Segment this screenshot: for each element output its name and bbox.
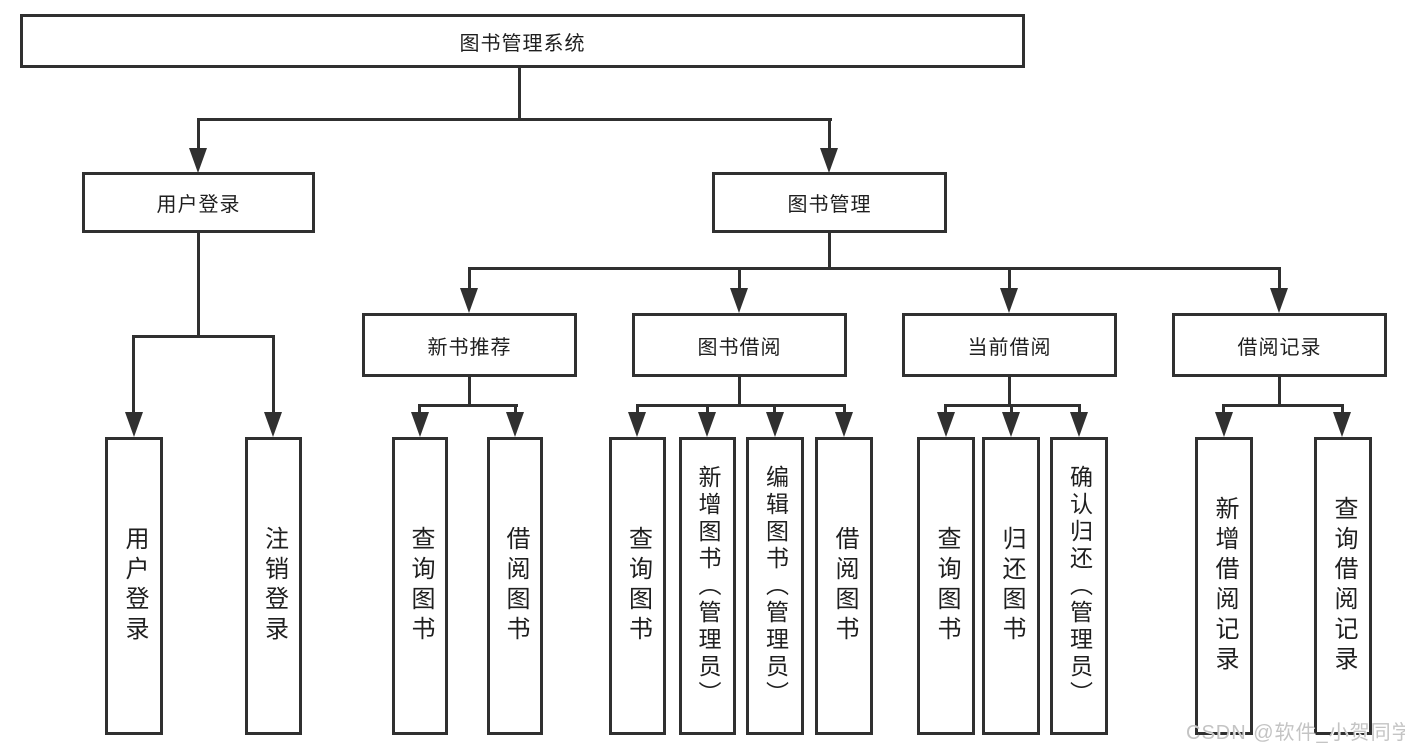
connector <box>1222 404 1344 407</box>
arrowhead <box>698 412 716 437</box>
connector <box>843 404 846 414</box>
connector <box>272 335 275 415</box>
leaf-bb-edit-books-admin: 编辑图书（管理员） <box>746 437 804 735</box>
arrowhead <box>835 412 853 437</box>
csdn-watermark: CSDN @软件_小贺同学 <box>1186 722 1405 744</box>
leaf-bb-query-books: 查询图书 <box>609 437 666 735</box>
arrowhead <box>1270 288 1288 313</box>
leaf-bb-borrow-books: 借阅图书 <box>815 437 873 735</box>
arrowhead <box>1333 412 1351 437</box>
arrowhead <box>730 288 748 313</box>
arrowhead <box>411 412 429 437</box>
arrowhead <box>506 412 524 437</box>
connector <box>518 68 521 120</box>
arrowhead <box>1070 412 1088 437</box>
connector <box>944 404 947 414</box>
connector <box>132 335 275 338</box>
connector <box>636 404 846 407</box>
leaf-br-query-record: 查询借阅记录 <box>1314 437 1372 735</box>
connector <box>636 404 639 414</box>
connector <box>828 233 831 270</box>
arrowhead <box>820 148 838 173</box>
leaf-cb-confirm-return-admin: 确认归还（管理员） <box>1050 437 1108 735</box>
connector <box>468 267 471 291</box>
arrowhead <box>125 412 143 437</box>
leaf-user-login: 用户登录 <box>105 437 163 735</box>
arrowhead <box>1215 412 1233 437</box>
connector <box>773 404 776 414</box>
node-current-borrow: 当前借阅 <box>902 313 1117 377</box>
arrowhead <box>1002 412 1020 437</box>
node-new-book-recommend: 新书推荐 <box>362 313 577 377</box>
connector <box>738 377 741 407</box>
connector <box>1341 404 1344 414</box>
arrowhead <box>628 412 646 437</box>
leaf-br-add-record: 新增借阅记录 <box>1195 437 1253 735</box>
arrowhead <box>937 412 955 437</box>
arrowhead <box>1000 288 1018 313</box>
connector <box>1010 404 1013 414</box>
node-book-borrow: 图书借阅 <box>632 313 847 377</box>
leaf-nb-query-books: 查询图书 <box>392 437 448 735</box>
connector <box>418 404 518 407</box>
connector <box>197 118 200 150</box>
connector <box>1008 377 1011 407</box>
leaf-logout: 注销登录 <box>245 437 302 735</box>
connector <box>197 118 832 121</box>
leaf-cb-query-books: 查询图书 <box>917 437 975 735</box>
connector <box>468 377 471 407</box>
node-user-login: 用户登录 <box>82 172 315 233</box>
connector <box>132 335 135 415</box>
connector <box>706 404 709 414</box>
node-root-system: 图书管理系统 <box>20 14 1025 68</box>
connector <box>468 267 1281 270</box>
connector <box>514 404 517 414</box>
arrowhead <box>264 412 282 437</box>
leaf-nb-borrow-books: 借阅图书 <box>487 437 543 735</box>
node-book-management: 图书管理 <box>712 172 947 233</box>
connector <box>1008 267 1011 291</box>
connector <box>828 118 831 150</box>
node-borrow-records: 借阅记录 <box>1172 313 1387 377</box>
leaf-cb-return-books: 归还图书 <box>982 437 1040 735</box>
connector <box>1222 404 1225 414</box>
leaf-bb-add-books-admin: 新增图书（管理员） <box>679 437 736 735</box>
arrowhead <box>189 148 207 173</box>
arrowhead <box>766 412 784 437</box>
connector <box>1278 377 1281 407</box>
connector <box>418 404 421 414</box>
connector <box>1078 404 1081 414</box>
connector <box>738 267 741 291</box>
arrowhead <box>460 288 478 313</box>
connector <box>1278 267 1281 291</box>
connector <box>197 233 200 338</box>
